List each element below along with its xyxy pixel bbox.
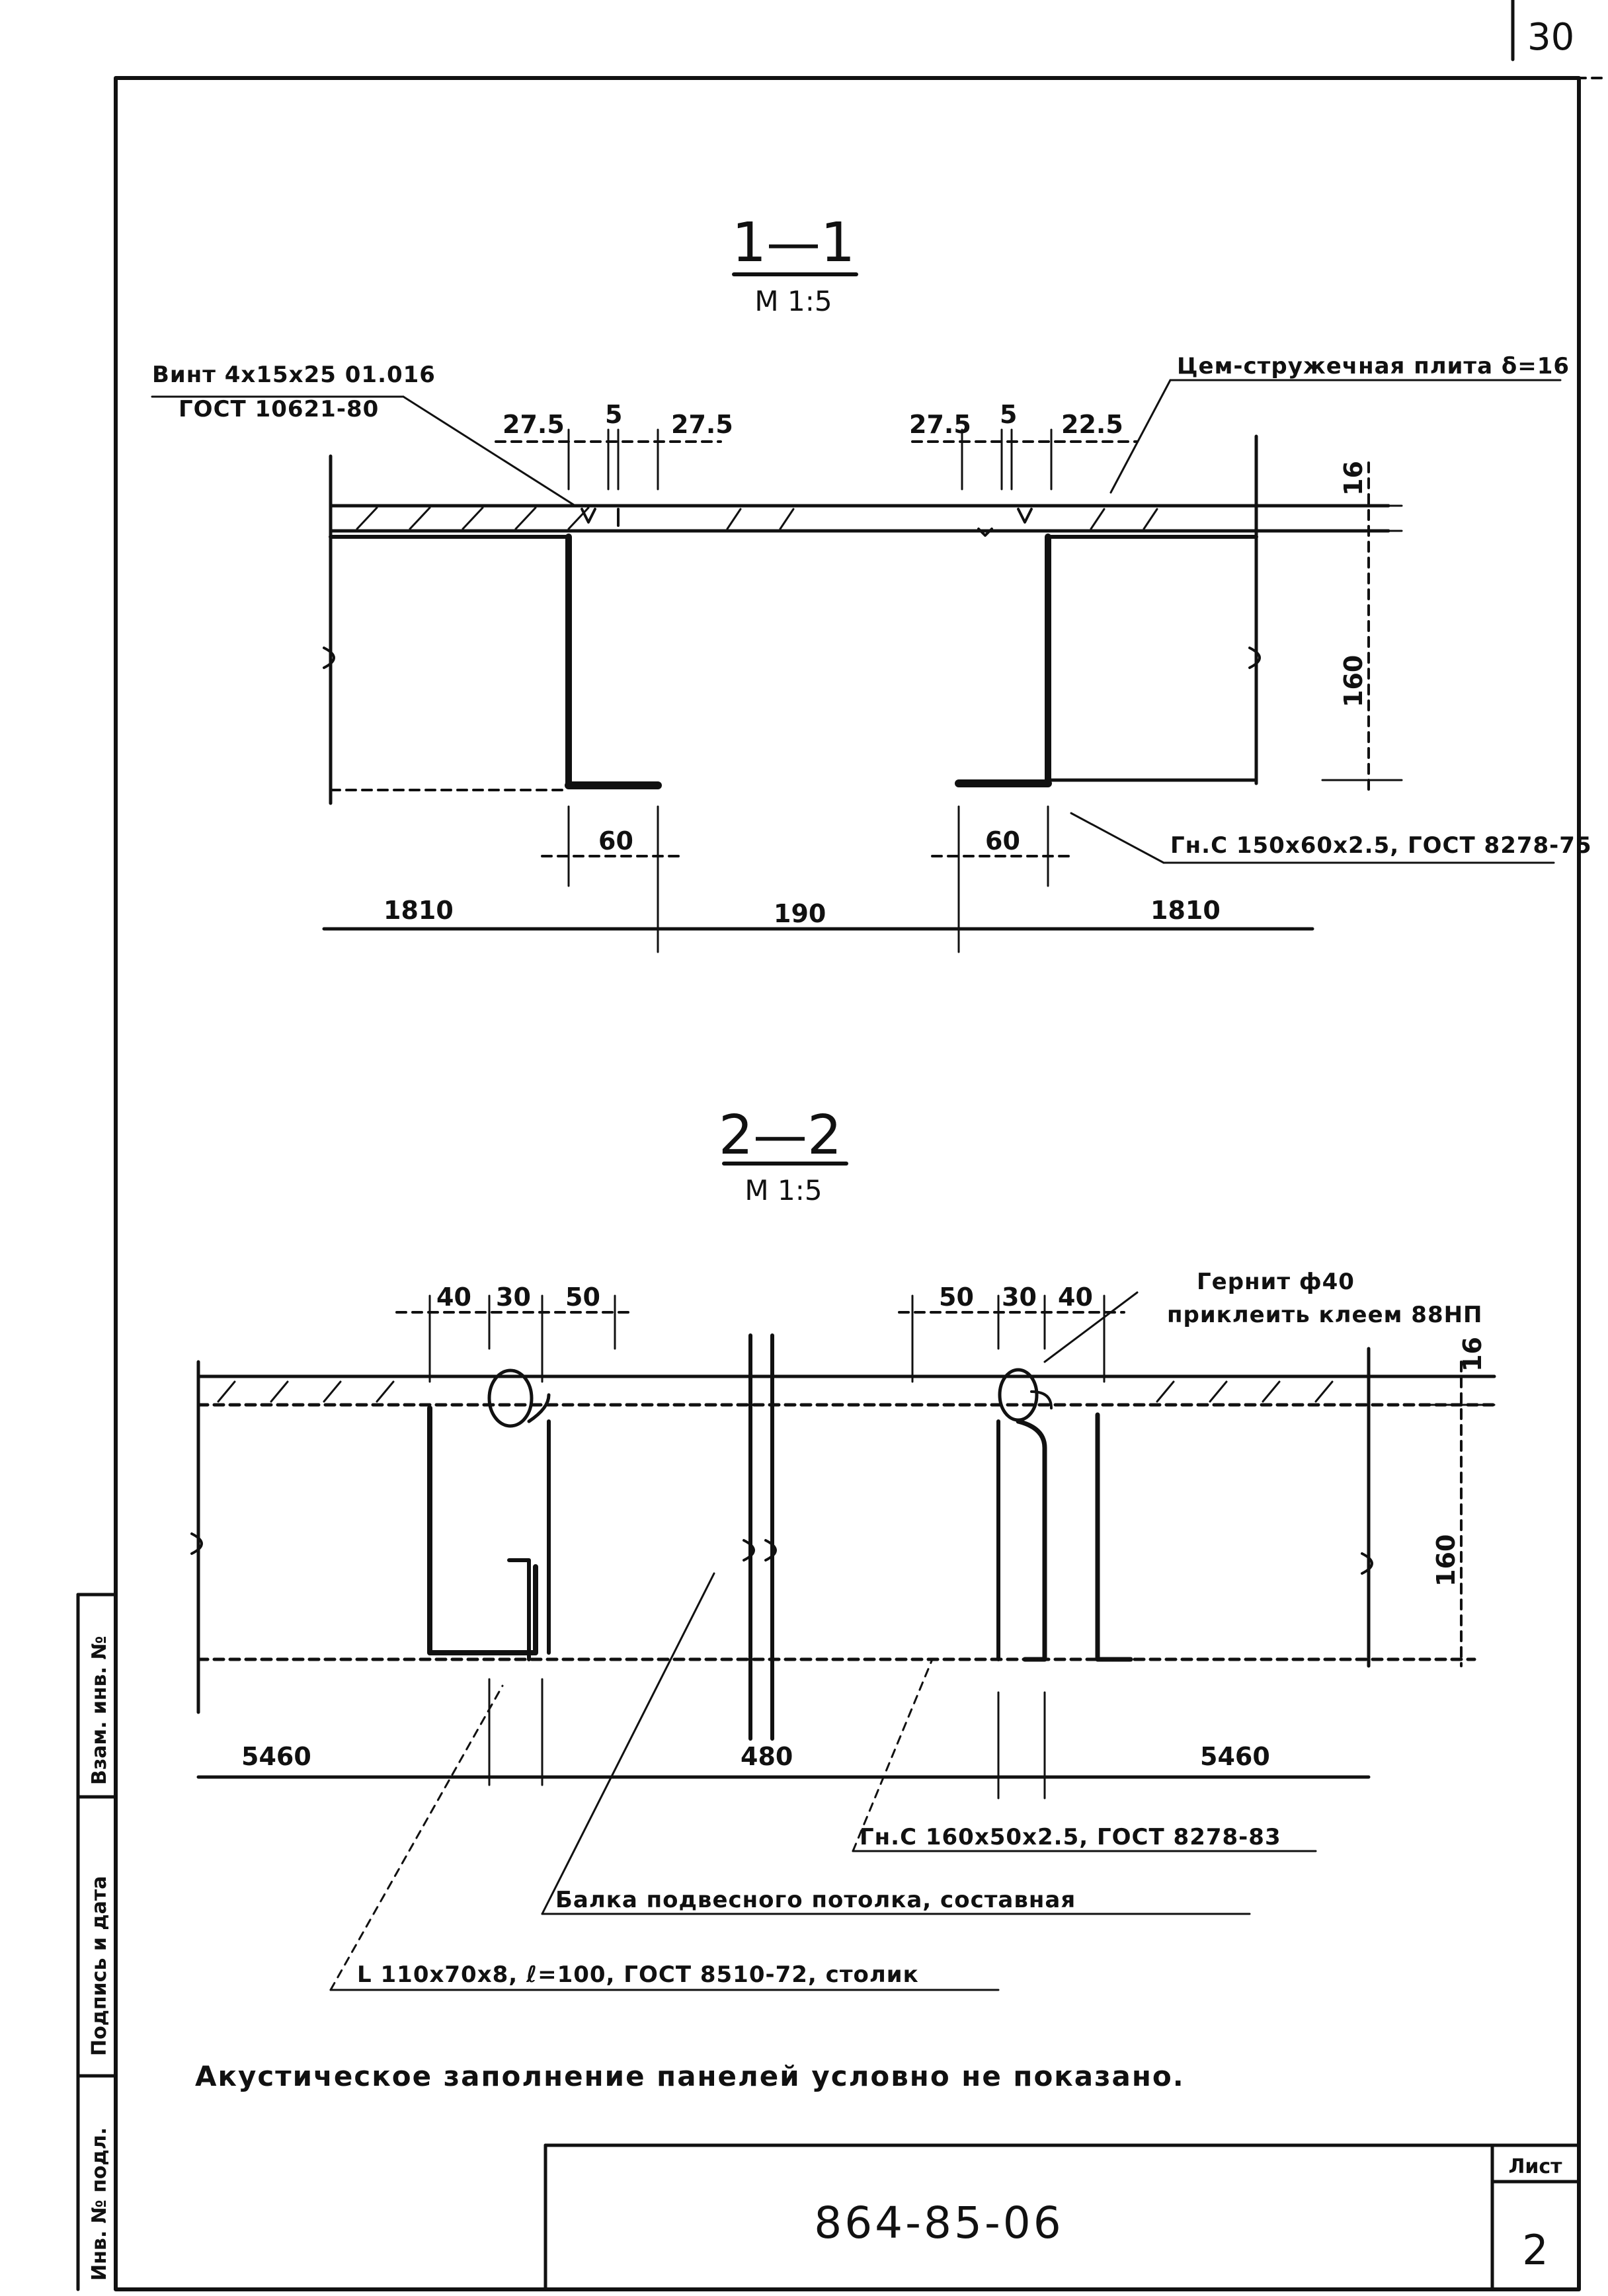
s1-dim-27-5-b: 27.5	[671, 410, 733, 439]
sheet-label: Лист	[1508, 2155, 1562, 2178]
s2-dim-480: 480	[741, 1742, 793, 1771]
general-note: Акустическое заполнение панелей условно …	[195, 2060, 1185, 2092]
s2-dim-30-b: 30	[1002, 1283, 1037, 1312]
s1-dim-1810-a: 1810	[383, 896, 454, 925]
s1-dim-1810-b: 1810	[1150, 896, 1221, 925]
stamp-replace-inv: Взам. инв. №	[88, 1636, 111, 1785]
stamp-signature-date: Подпись и дата	[88, 1876, 111, 2056]
section-2-title: 2—2 М 1:5	[719, 1104, 848, 1207]
s2-dim-30-a: 30	[496, 1283, 531, 1312]
s2-dim-40-a: 40	[436, 1283, 471, 1312]
s2-dim-160: 160	[1431, 1534, 1461, 1587]
s1-dim-5-b: 5	[1000, 400, 1017, 429]
s2-dim-50-a: 50	[565, 1283, 600, 1312]
section-1-geometry	[151, 379, 1562, 953]
s2-dim-5460-b: 5460	[1200, 1742, 1270, 1771]
section-2-geometry	[190, 1291, 1496, 1991]
s1-channel-callout: Гн.С 150х60х2.5, ГОСТ 8278-75	[1170, 832, 1592, 859]
s2-channel-callout: Гн.С 160х50х2.5, ГОСТ 8278-83	[860, 1824, 1281, 1850]
s2-dim-16: 16	[1458, 1337, 1487, 1372]
section-1-label: 1—1	[732, 212, 855, 274]
s1-dim-5-a: 5	[605, 400, 622, 429]
s1-dim-22-5: 22.5	[1061, 410, 1123, 439]
s1-dim-27-5-c: 27.5	[909, 410, 971, 439]
s2-beam-callout: Балка подвесного потолка, составная	[555, 1887, 1076, 1913]
s1-dim-190: 190	[774, 899, 826, 928]
s1-dim-16: 16	[1339, 461, 1368, 496]
stamp-inv-number: Инв. № подл.	[88, 2127, 111, 2281]
s1-board-callout: Цем-стружечная плита δ=16	[1177, 353, 1570, 379]
s2-dim-40-b: 40	[1058, 1283, 1093, 1312]
s2-dim-50-b: 50	[939, 1283, 974, 1312]
s1-dim-27-5-a: 27.5	[502, 410, 565, 439]
section-2-scale: М 1:5	[744, 1174, 822, 1207]
section-1-title: 1—1 М 1:5	[732, 212, 858, 317]
s1-dim-60-b: 60	[985, 826, 1020, 855]
s2-dim-5460-a: 5460	[241, 1742, 311, 1771]
section-1-scale: М 1:5	[754, 285, 832, 317]
s1-screw-callout: Винт 4х15х25 01.016	[152, 362, 436, 388]
section-2-label: 2—2	[719, 1104, 842, 1167]
s1-dim-60-a: 60	[598, 826, 633, 855]
document-code: 864-85-06	[814, 2197, 1064, 2248]
s1-screw-gost: ГОСТ 10621-80	[179, 396, 379, 422]
s2-angle-callout: L 110х70х8, ℓ=100, ГОСТ 8510-72, столик	[357, 1961, 919, 1988]
sheet-number: 2	[1522, 2226, 1548, 2274]
s1-dim-160: 160	[1339, 655, 1368, 707]
s2-gernit-callout: Гернит ф40	[1197, 1269, 1355, 1295]
s2-gernit-note: приклеить клеем 88НП	[1167, 1302, 1483, 1328]
corner-sheet-number: 30	[1527, 16, 1574, 59]
sheet-frame	[76, 0, 1608, 2291]
